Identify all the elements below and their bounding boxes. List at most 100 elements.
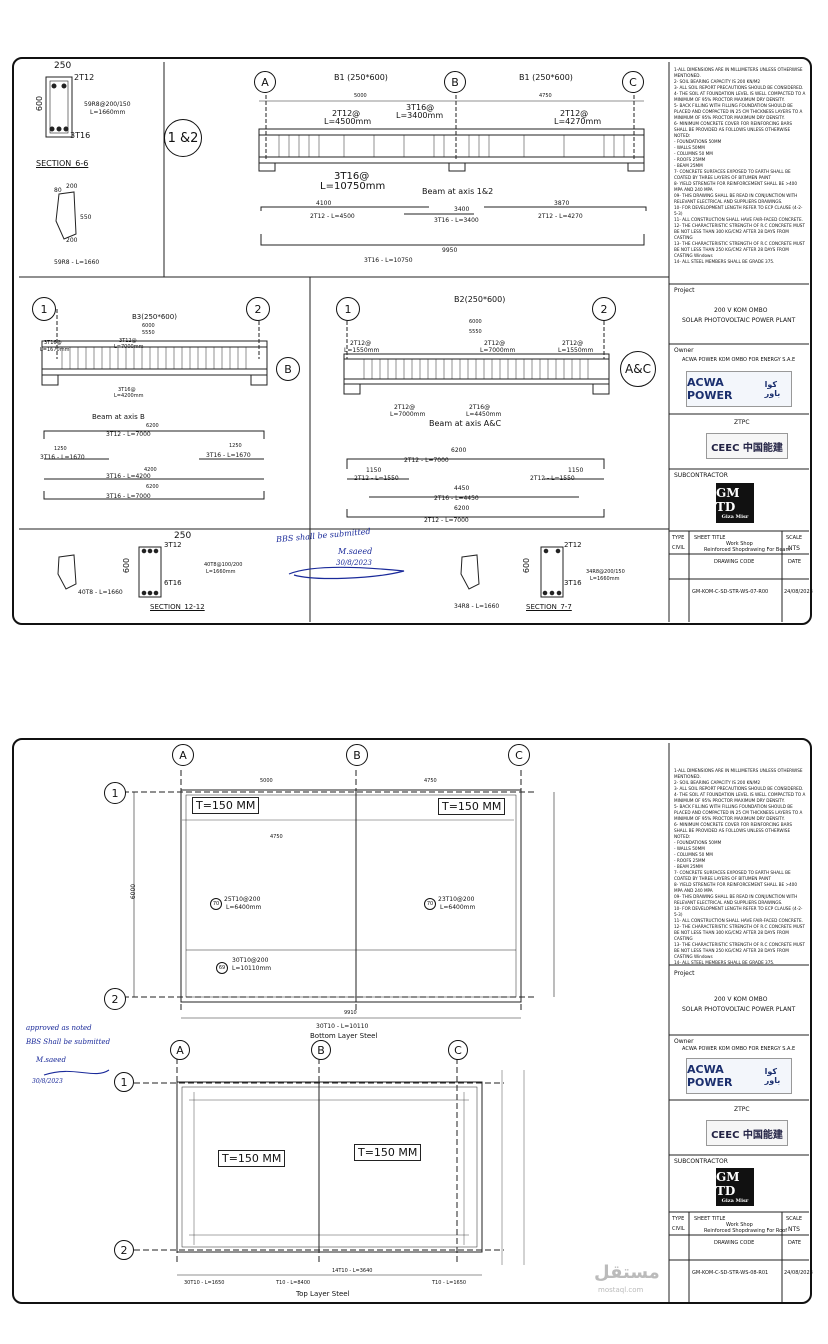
note-item: - WALLS 50MM — [674, 846, 705, 851]
section1212-width: 250 — [174, 531, 192, 541]
section77-depth: 600 — [522, 557, 532, 574]
b1-schedule-dim-3: 3400 — [454, 206, 470, 213]
section66-shape-dim-4: 200 — [66, 237, 78, 244]
b2-caption: Beam at axis A&C — [429, 419, 502, 428]
axis-c-bubble: C — [622, 71, 644, 93]
bottom-bar-1: 25T10@200 — [224, 896, 261, 903]
b2-schedule-3: 2T12 - L=1550 — [530, 475, 575, 482]
b1-dim-2: 4750 — [539, 93, 552, 99]
tb-sheet-title-label: SHEET TITLE — [694, 535, 726, 541]
note-item: - BEAM 25MM — [674, 864, 703, 869]
b2-schedule-1: 2T12 - L=7000 — [404, 457, 449, 464]
b2-schedule-dim-1: 6200 — [451, 447, 467, 454]
bottom-bar-3-length: L=10110mm — [232, 965, 272, 972]
top-slab-thickness-tag-left: T=150 MM — [218, 1150, 286, 1167]
note-item: - FOUNDATIONS 50MM — [674, 840, 722, 845]
b3-axis-2-bubble: 2 — [246, 297, 270, 321]
section77-stirrup: 34R8@200/150 — [586, 569, 625, 575]
roof-axis-c-bubble: C — [508, 744, 530, 766]
roof-dim-3: 4750 — [270, 834, 283, 840]
b2-schedule-dim-3: 1150 — [568, 467, 584, 474]
tb-drawing-code: GM-KOM-C-SD-STR-WS-07-R00 — [692, 589, 769, 595]
bottom-layer-schedule: 30T10 - L=10110 — [316, 1023, 369, 1030]
b1-schedule-dim-1: 4100 — [316, 200, 332, 207]
tb-type-label: TYPE — [672, 535, 685, 541]
note-item: 3- ALL SOIL REPORT PRECAUTIONS SHOULD BE… — [674, 85, 804, 90]
note-item: 13- THE CHARACTERISTIC STRENGTH OF R.C C… — [674, 241, 805, 258]
b1-schedule-dim-4: 3870 — [554, 200, 570, 207]
roof-tb-project-line1: 200 V KOM OMBO — [714, 996, 768, 1003]
note-item: - BEAM 25MM — [674, 163, 703, 168]
general-notes: 1-ALL DIMENSIONS ARE IN MILLIMETERS UNLE… — [674, 67, 806, 265]
b3-bottom-bar-length: L=4200mm — [114, 393, 144, 399]
note-item: - FOUNDATIONS 50MM — [674, 139, 722, 144]
roof-tb-ztpc-label: ZTPC — [734, 1106, 750, 1113]
approval-signature-name: M.saeed — [36, 1056, 66, 1064]
tb-project-label: Project — [674, 287, 695, 294]
b2-schedule-5: 2T12 - L=7000 — [424, 517, 469, 524]
tb-ztpc-label: ZTPC — [734, 419, 750, 426]
note-item: - ROOFS 25MM — [674, 858, 706, 863]
note-item: 5- BACK FILLING WITH FILLING FOUNDATION … — [674, 103, 803, 120]
top-axis-2-bubble: 2 — [114, 1240, 134, 1260]
roof-axis-a-bubble: A — [172, 744, 194, 766]
note-item: 12- THE CHARACTERISTIC STRENGTH OF R.C C… — [674, 924, 805, 941]
note-item: 4- THE SOIL AT FOUNDATION LEVEL IS WELL … — [674, 91, 806, 102]
section1212-stirrup: 40T8@100/200 — [204, 562, 243, 568]
roof-dim-2: 4750 — [424, 778, 437, 784]
section66-title: SECTION_6-6 — [36, 159, 89, 168]
tb-owner-name: ACWA POWER KOM OMBO FOR ENERGY S.A.E — [682, 357, 796, 363]
b2-bottom-bar-1: 2T12@ — [394, 404, 416, 411]
b1-schedule-2: 3T16 - L=3400 — [434, 217, 479, 224]
b2-bar-right-length: L=1550mm — [558, 347, 594, 354]
roof-side-dim: 6000 — [130, 883, 138, 900]
roof-ceec-logo: CEEC 中国能建 — [706, 1120, 788, 1146]
b1-bar2-length: L=3400mm — [396, 111, 444, 120]
roof-tb-owner-label: Owner — [674, 1038, 694, 1045]
roof-axis-2-bubble: 2 — [104, 988, 126, 1010]
tb-scale: NTS — [788, 545, 800, 552]
b2-schedule-dim-2: 1150 — [366, 467, 382, 474]
section1212-bottom-bar: 6T16 — [164, 579, 182, 587]
b2-axis-1-bubble: 1 — [336, 297, 360, 321]
b1-dim-1: 5000 — [354, 93, 367, 99]
note-item: 10- FOR DEVELOPMENT LENGTH REFER TO ECP … — [674, 205, 803, 216]
b3-schedule-4: 3T16 - L=4200 — [106, 473, 151, 480]
slab-thickness-tag-right: T=150 MM — [438, 798, 506, 815]
note-item: 09- THIS DRAWING SHALL BE READ IN CONJUN… — [674, 894, 798, 905]
tb-code-label: DRAWING CODE — [714, 559, 755, 565]
roof-bottom-dim: 9910 — [344, 1010, 357, 1016]
b2-bar-mid-length: L=7000mm — [480, 347, 516, 354]
b1-schedule-1: 2T12 - L=4500 — [310, 213, 355, 220]
b2-schedule-2: 2T12 - L=1550 — [354, 475, 399, 482]
top-layer-caption: Top Layer Steel — [296, 1290, 350, 1298]
section77-title: SECTION_7-7 — [526, 603, 572, 611]
b3-schedule-3: 3T16 - L=1670 — [206, 452, 251, 459]
b1-schedule-4: 3T16 - L=10750 — [364, 257, 413, 264]
tb-project-line2: SOLAR PHOTOVOLTAIC POWER PLANT — [682, 317, 796, 324]
section77-top-bar: 2T12 — [564, 541, 582, 549]
note-item: 7- CONCRETE SURFACES EXPOSED TO EARTH SH… — [674, 870, 791, 881]
b1-bar3: 2T12@ — [560, 109, 589, 118]
tb-sheet-subtitle: Reinforced Shopdrawing For Beam — [704, 547, 791, 553]
b3-caption: Beam at axis B — [92, 413, 145, 421]
top-axis-a-bubble: A — [170, 1040, 190, 1060]
b3-schedule-5: 3T16 - L=7000 — [106, 493, 151, 500]
b2-schedule-4: 2T16 - L=4450 — [434, 495, 479, 502]
note-item: 7- CONCRETE SURFACES EXPOSED TO EARTH SH… — [674, 169, 791, 180]
b3-top2-bar: 3T12@ — [119, 338, 137, 344]
note-item: 09- THIS DRAWING SHALL BE READ IN CONJUN… — [674, 193, 798, 204]
b2-bottom-bar-2-length: L=4450mm — [466, 411, 502, 418]
handwritten-signature-name: M.saeed — [338, 547, 373, 556]
b3-schedule-dim-3: 1250 — [229, 443, 242, 449]
b2-dim-2: 5550 — [469, 329, 482, 335]
note-item: 6- MINIMUM CONCRETE COVER FOR REINFORCIN… — [674, 822, 793, 839]
bottom-bar-3-mark: 69 — [216, 962, 228, 974]
note-item: 8- YIELD STRENGTH FOR REINFORCEMENT SHAL… — [674, 882, 798, 893]
roof-tb-date-label: DATE — [788, 1240, 802, 1246]
b3-schedule-dim-4: 4200 — [144, 467, 157, 473]
b1-bar2: 3T16@ — [406, 103, 435, 112]
note-item: 6- MINIMUM CONCRETE COVER FOR REINFORCIN… — [674, 121, 793, 138]
section77-schedule: 34R8 - L=1660 — [454, 603, 500, 610]
note-item: 13- THE CHARACTERISTIC STRENGTH OF R.C C… — [674, 942, 805, 959]
